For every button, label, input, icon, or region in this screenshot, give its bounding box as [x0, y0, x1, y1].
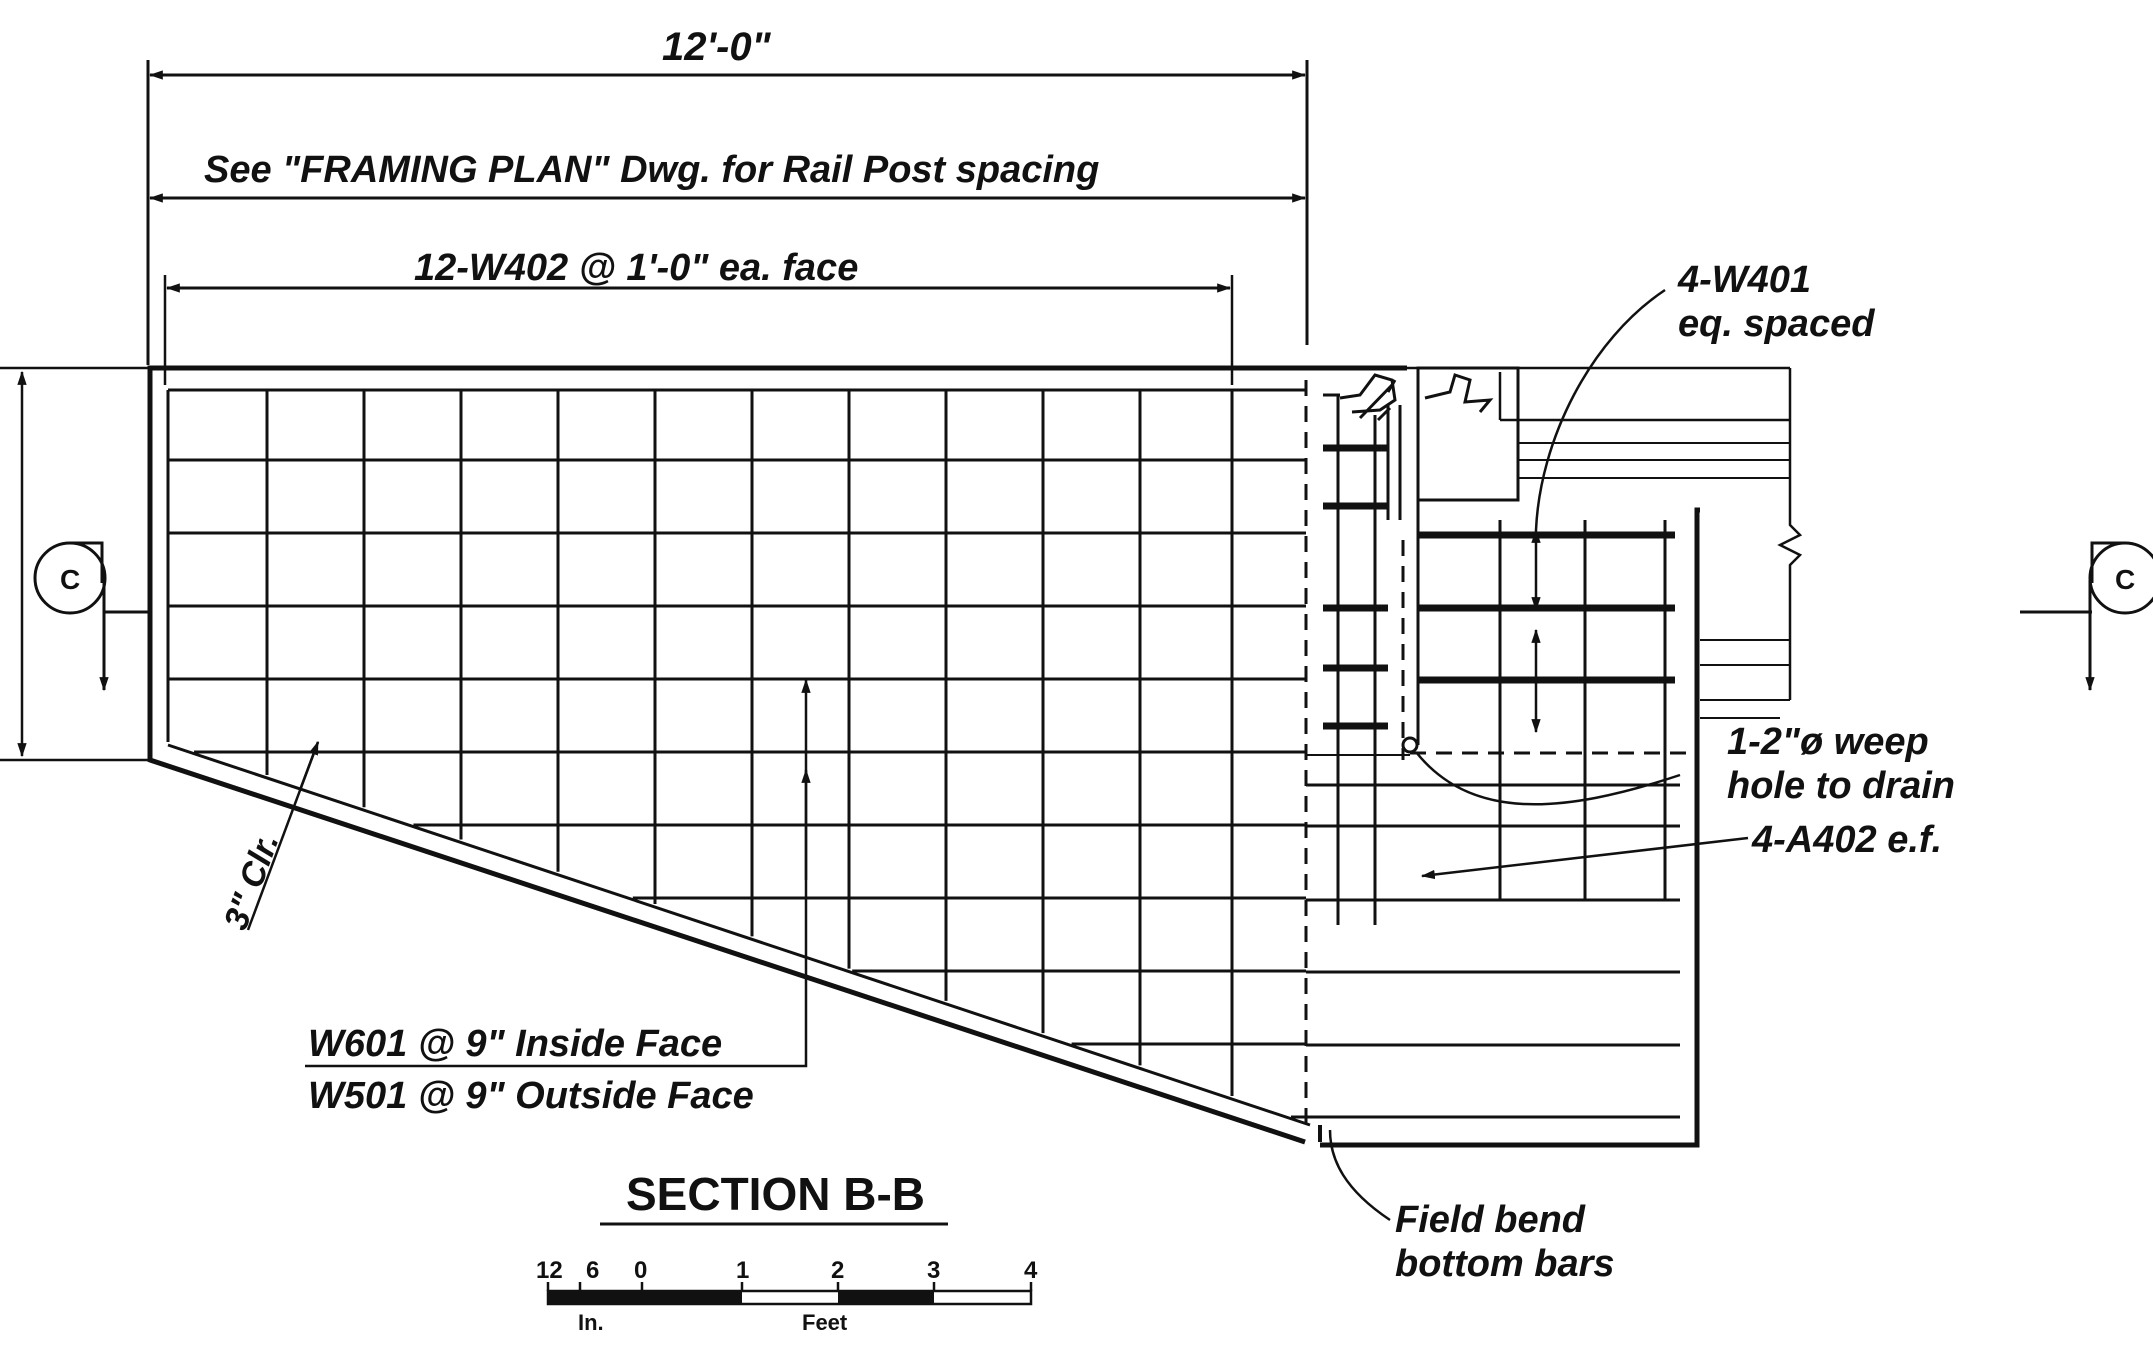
w601-callout: W601 @ 9" Inside Face — [308, 1023, 722, 1065]
concrete-outline — [147, 365, 1700, 1148]
scale-tick-label: 0 — [634, 1257, 647, 1284]
section-title: SECTION B-B — [626, 1168, 925, 1220]
w401-callout-line1: 4-W401 — [1677, 259, 1811, 301]
w501-callout: W501 @ 9" Outside Face — [308, 1075, 754, 1117]
scale-unit-feet: Feet — [802, 1310, 848, 1335]
section-marker-right: C — [2020, 541, 2153, 692]
overall-width-dimension: 12'-0" — [662, 25, 772, 69]
field-bend-callout-line1: Field bend — [1395, 1199, 1586, 1241]
scale-tick-label: 3 — [927, 1257, 940, 1284]
section-marker-right-letter: C — [2115, 564, 2135, 595]
clear-cover-label: 3" Clr. — [217, 828, 287, 934]
rail-post-spacing-note: See "FRAMING PLAN" Dwg. for Rail Post sp… — [204, 149, 1099, 191]
wall-bar-dimension: 12-W402 @ 1'-0" ea. face — [414, 247, 858, 289]
wall-reinforcement-grid — [166, 388, 1306, 1119]
weep-hole-callout-line2: hole to drain — [1727, 765, 1955, 807]
leader-lines — [246, 288, 1749, 1222]
scale-unit-inches: In. — [578, 1310, 604, 1335]
section-marker-left: C — [33, 541, 148, 692]
scale-tick-label: 1 — [736, 1257, 749, 1284]
w401-callout-line2: eq. spaced — [1678, 303, 1875, 345]
section-marker-left-letter: C — [60, 564, 80, 595]
scale-tick-label: 2 — [831, 1257, 844, 1284]
dimension-lines — [0, 60, 1309, 762]
scale-tick-label: 12 — [536, 1257, 563, 1284]
a402-callout: 4-A402 e.f. — [1751, 819, 1942, 861]
scale-bar: 12 6 0 1 2 3 4 In. Feet — [536, 1257, 1038, 1335]
weep-hole-callout-line1: 1-2"ø weep — [1727, 721, 1929, 763]
scale-tick-label: 4 — [1024, 1257, 1038, 1284]
scale-tick-label: 6 — [586, 1257, 599, 1284]
rail-post-detail — [1304, 366, 1803, 1130]
field-bend-callout-line2: bottom bars — [1395, 1243, 1615, 1285]
